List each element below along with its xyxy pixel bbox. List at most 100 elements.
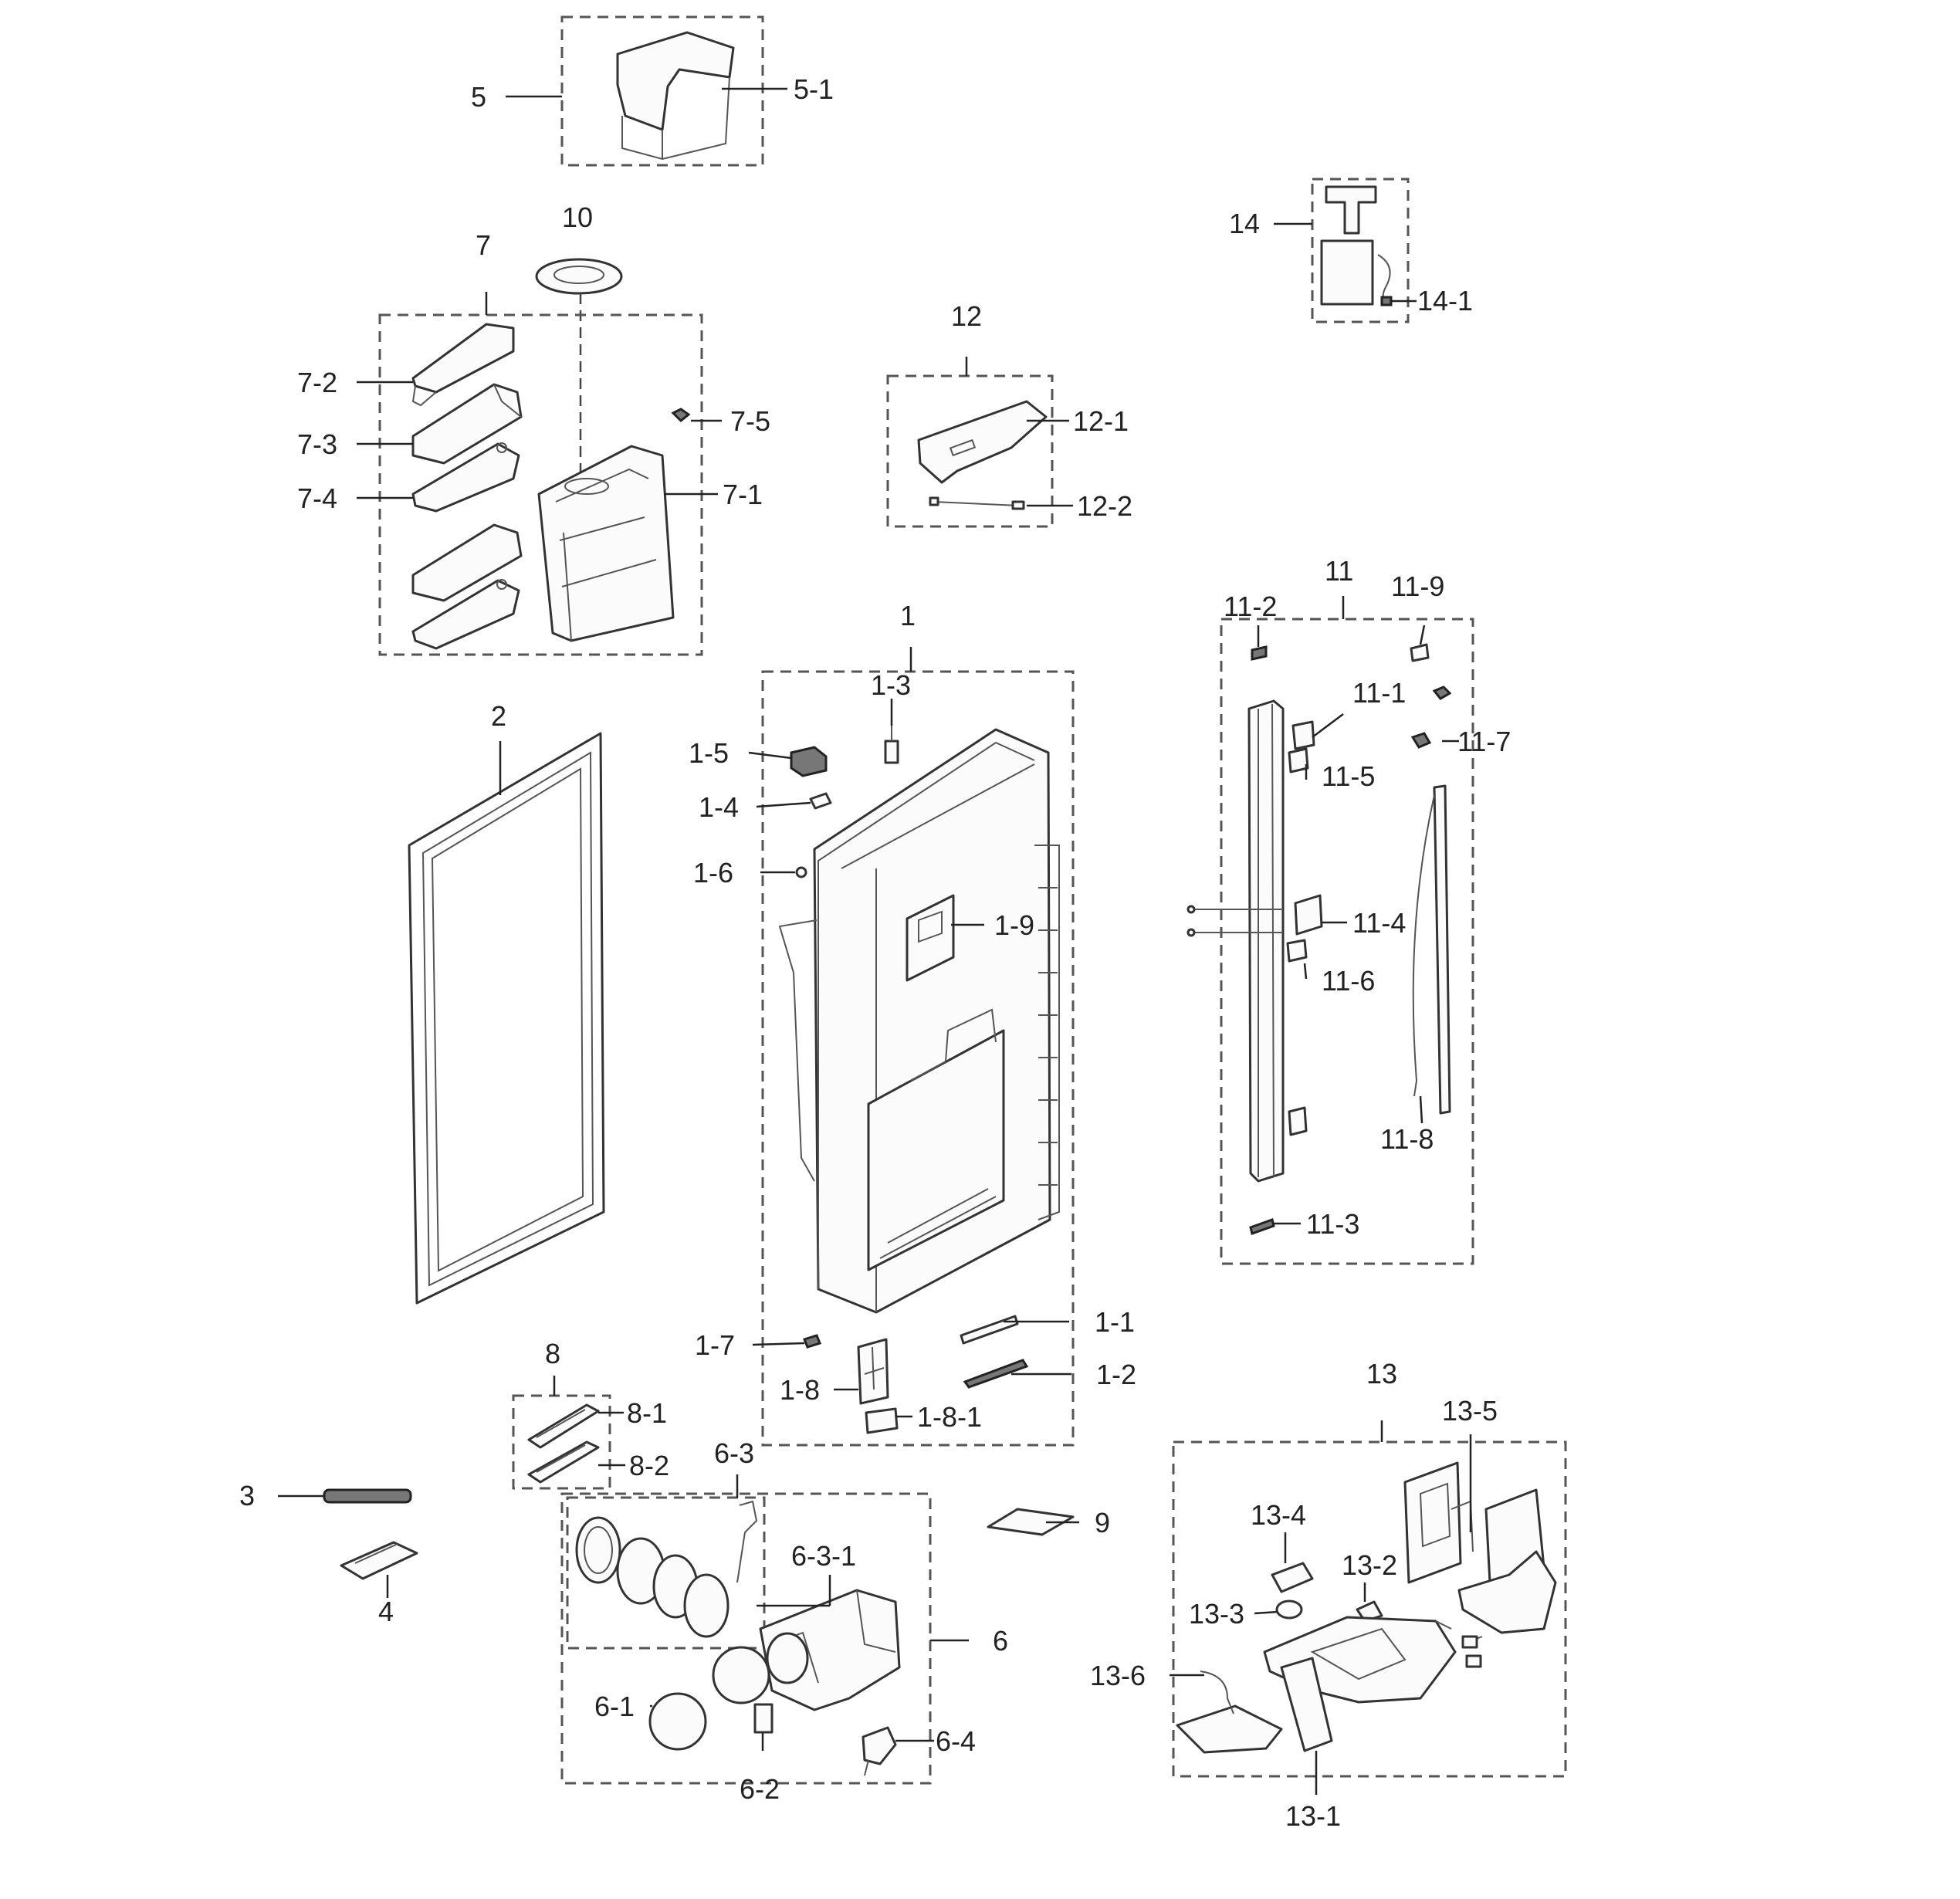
pad-13-4[interactable] — [1271, 1562, 1314, 1593]
bracket-11-5[interactable] — [1288, 747, 1309, 773]
bracket-1-8-1[interactable] — [865, 1407, 899, 1434]
screw-a — [1186, 905, 1196, 914]
motor-6-1[interactable] — [648, 1692, 707, 1751]
callout-5-1: 5-1 — [794, 73, 834, 105]
callout-13-1: 13-1 — [1285, 1800, 1341, 1832]
callout-11: 11 — [1325, 555, 1353, 587]
tray-13-6[interactable] — [1176, 1704, 1283, 1754]
callout-13-3: 13-3 — [1189, 1598, 1244, 1630]
callout-1-2: 1-2 — [1096, 1359, 1136, 1390]
callout-1: 1 — [900, 600, 916, 631]
callout-13-2: 13-2 — [1342, 1549, 1397, 1581]
part-2-gasket: 2 — [408, 700, 605, 1305]
callout-1-6: 1-6 — [693, 857, 733, 889]
group-5-bin: 5 5-1 — [471, 15, 834, 167]
wire-12-2-end-b — [1011, 500, 1025, 510]
group-13-box — [1172, 1440, 1567, 1778]
callout-12-1: 12-1 — [1073, 405, 1129, 437]
frame-7-1[interactable] — [537, 445, 675, 642]
plate-12-1[interactable] — [917, 400, 1048, 484]
callout-7-5: 7-5 — [730, 405, 770, 437]
group-12: 12 12-1 12-2 — [886, 300, 1132, 528]
panel-13-5[interactable] — [1403, 1461, 1462, 1584]
plate-9[interactable] — [987, 1508, 1075, 1536]
nut-11-7[interactable] — [1410, 732, 1432, 749]
pad-1-4[interactable] — [809, 792, 832, 810]
shelf-lower-a[interactable] — [411, 523, 523, 602]
callout-6-3-1: 6-3-1 — [791, 1540, 856, 1572]
part-8-1[interactable] — [527, 1403, 600, 1449]
valve-6-4[interactable] — [862, 1726, 897, 1765]
shelf-7-2[interactable] — [411, 323, 515, 394]
group-14-box — [1311, 178, 1410, 323]
cap-11-3[interactable] — [1249, 1218, 1275, 1235]
parts-3-4: 3 4 — [239, 1480, 418, 1627]
button-a — [1461, 1635, 1478, 1649]
gasket-2[interactable] — [408, 732, 605, 1305]
screw-1-7[interactable] — [803, 1334, 821, 1349]
cap-11-2[interactable] — [1251, 645, 1268, 661]
callout-6-2: 6-2 — [740, 1773, 780, 1805]
spring-3[interactable] — [323, 1488, 412, 1504]
callout-5: 5 — [471, 81, 486, 113]
callout-13-5: 13-5 — [1442, 1395, 1498, 1427]
plate-4[interactable] — [340, 1541, 418, 1580]
callout-2: 2 — [491, 700, 506, 732]
callout-8-1: 8-1 — [627, 1397, 667, 1429]
gear-13-3[interactable] — [1275, 1599, 1303, 1620]
pad-11-9[interactable] — [1410, 643, 1430, 662]
screw-1-6[interactable] — [795, 866, 807, 878]
valve-1-3[interactable] — [884, 740, 899, 764]
nut-7-5[interactable] — [671, 408, 691, 423]
callout-6: 6 — [993, 1625, 1008, 1657]
group-6: 6-3 6-3-1 6 6-1 6-2 6-4 — [560, 1437, 1008, 1805]
group-1-box — [761, 670, 1075, 1447]
strip-11-8[interactable] — [1433, 784, 1451, 1115]
port — [766, 1632, 809, 1684]
bracket-11-6[interactable] — [1286, 939, 1308, 963]
callout-11-3: 11-3 — [1306, 1208, 1359, 1240]
group-11-rail: 11 11-2 11-9 11-1 — [1186, 555, 1511, 1265]
callout-1-7: 1-7 — [695, 1329, 735, 1361]
shelf-7-4[interactable] — [411, 442, 520, 513]
rail-11[interactable] — [1247, 699, 1285, 1183]
plate-14[interactable] — [1320, 239, 1374, 306]
strip-1-2[interactable] — [963, 1359, 1029, 1389]
clip-1-5[interactable] — [790, 746, 828, 777]
lever-13-1[interactable] — [1280, 1657, 1333, 1752]
callout-1-4: 1-4 — [699, 791, 739, 823]
group-6-box — [560, 1492, 932, 1785]
group-11-box — [1220, 618, 1474, 1265]
strip-1-1[interactable] — [960, 1315, 1019, 1345]
bracket-11-1[interactable] — [1291, 720, 1315, 750]
group-12-box — [886, 374, 1054, 528]
callout-7: 7 — [476, 229, 491, 261]
part-8-2[interactable] — [527, 1440, 600, 1484]
callout-11-8: 11-8 — [1380, 1123, 1434, 1155]
callout-3: 3 — [239, 1480, 255, 1511]
callout-1-5: 1-5 — [689, 737, 729, 769]
disk-6-3-1[interactable] — [683, 1573, 729, 1638]
callout-6-1: 6-1 — [594, 1691, 635, 1722]
callout-11-1: 11-1 — [1352, 677, 1406, 709]
shelf-lower-b[interactable] — [411, 579, 520, 650]
callout-8: 8 — [545, 1338, 560, 1369]
lever-cover — [1457, 1550, 1557, 1634]
bin-5-1[interactable] — [616, 31, 735, 131]
bracket-14[interactable] — [1325, 185, 1377, 235]
group-5-box — [560, 15, 764, 167]
callout-8-2: 8-2 — [629, 1450, 669, 1481]
part-10-cap: 10 — [535, 201, 623, 479]
callout-1-8: 1-8 — [780, 1374, 820, 1406]
callout-12: 12 — [951, 300, 982, 332]
button-b — [1465, 1654, 1482, 1668]
callout-11-7: 11-7 — [1457, 726, 1511, 757]
callout-14: 14 — [1229, 208, 1260, 239]
nut-11-1[interactable] — [1432, 685, 1452, 700]
callout-1-1: 1-1 — [1095, 1306, 1135, 1338]
cap-10[interactable] — [535, 258, 623, 295]
bracket-11-4[interactable] — [1294, 894, 1323, 936]
callout-10: 10 — [562, 201, 593, 233]
switch-6-2[interactable] — [753, 1703, 774, 1734]
